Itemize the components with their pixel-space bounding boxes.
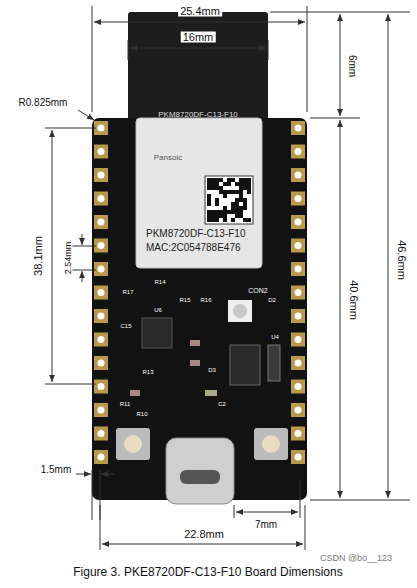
dimension: 1.5mm [39,465,74,475]
silkscreen: U4 [271,334,279,340]
module-marking: MAC:2C054788E476 [146,241,241,255]
qr-code [205,176,253,224]
rgb-led [228,300,252,322]
dimension: 2.54mm [64,240,73,277]
usb-c-connector [166,438,234,504]
module-shield [136,118,262,268]
dimension: 40.6mm [348,278,359,322]
figure-caption: Figure 3. PKE8720DF-C13-F10 Board Dimens… [73,566,342,578]
silkscreen: D3 [208,367,216,373]
silkscreen: R13 [142,369,153,375]
silkscreen: R17 [122,289,133,295]
dimension: 16mm [181,32,216,43]
silkscreen: C15 [120,323,131,329]
silkscreen: D2 [268,297,276,303]
module-marking: PKM8720DF-C13-F10 [146,227,245,241]
module-shield-text: PKM8720DF-C13-F10MAC:2C054788E476 [136,118,262,268]
regulator-u4 [230,345,260,385]
chip-u6 [142,318,172,348]
silkscreen: R11 [120,401,131,407]
dimension: R0.825mm [17,98,70,108]
antenna [128,12,268,124]
silkscreen: C2 [218,401,226,407]
dimension: 46.6mm [396,238,407,282]
pin-headers [94,121,305,464]
dimension: 25.4mm [178,6,222,17]
qr-pattern [207,178,251,222]
dimension: 6mm [347,53,357,79]
logo: Pansoic [154,154,182,162]
silkscreen: CON2 [248,287,267,294]
dimension: 38.1mm [33,234,44,278]
silkscreen: R14 [154,279,165,285]
silkscreen: R15 [179,297,190,303]
silkscreen: U6 [154,307,162,313]
button [254,428,288,460]
silkscreen: R10 [136,411,147,417]
dimension-lines [45,6,410,550]
silkscreen: R16 [200,297,211,303]
dimension: 22.8mm [182,529,226,540]
watermark: CSDN @bo__123 [320,554,392,563]
button [116,428,150,460]
dimension: 7mm [253,520,279,530]
antenna-marking: PKM8720DF-C13-F10 [158,111,238,119]
